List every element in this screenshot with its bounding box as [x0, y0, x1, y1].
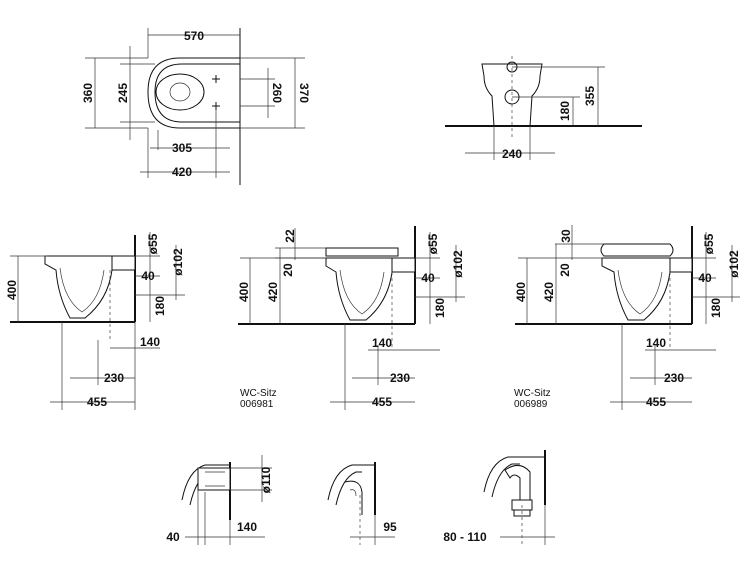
seat-code: 006981 — [240, 399, 274, 410]
detail-horizontal-outlet: ø110 40 140 — [166, 455, 273, 545]
dim-o55: ø55 — [426, 233, 440, 254]
dim-80-110: 80 - 110 — [443, 530, 487, 544]
seat-label: WC-Sitz — [514, 388, 551, 399]
dim-30: 30 — [559, 229, 573, 243]
dim-140: 140 — [140, 335, 160, 349]
dim-455: 455 — [646, 395, 666, 409]
detail-adjustable-outlet: 80 - 110 — [443, 450, 555, 545]
dim-40: 40 — [421, 271, 435, 285]
dim-180: 180 — [558, 101, 572, 121]
dim-o55: ø55 — [146, 233, 160, 254]
dim-180: 180 — [153, 296, 167, 316]
side-view-3: 30 20 420 400 ø55 ø102 40 180 140 230 45… — [514, 225, 741, 410]
dim-140: 140 — [237, 520, 257, 534]
dim-400: 400 — [237, 282, 251, 302]
dim-o102: ø102 — [171, 248, 185, 276]
dim-240: 240 — [502, 147, 522, 161]
dim-o110: ø110 — [259, 466, 273, 493]
dim-230: 230 — [104, 371, 124, 385]
dim-400: 400 — [5, 280, 19, 300]
dim-40: 40 — [166, 530, 180, 544]
dim-40: 40 — [698, 271, 712, 285]
dim-355: 355 — [583, 86, 597, 106]
dim-420: 420 — [172, 165, 192, 179]
dim-140: 140 — [372, 336, 392, 350]
dim-420: 420 — [542, 282, 556, 302]
dim-140: 140 — [646, 336, 666, 350]
dim-180: 180 — [433, 298, 447, 318]
dim-370: 370 — [297, 83, 311, 103]
seat-code: 006989 — [514, 399, 548, 410]
dim-o55: ø55 — [702, 233, 716, 254]
dim-40: 40 — [141, 269, 155, 283]
detail-vertical-outlet: 95 — [327, 462, 397, 545]
front-view: 355 180 240 — [445, 56, 642, 161]
dim-455: 455 — [372, 395, 392, 409]
dim-o102: ø102 — [727, 250, 741, 278]
seat-label: WC-Sitz — [240, 388, 277, 399]
dim-305: 305 — [172, 141, 192, 155]
dim-230: 230 — [390, 371, 410, 385]
dim-260: 260 — [270, 83, 284, 103]
dim-180: 180 — [709, 298, 723, 318]
dim-95: 95 — [383, 520, 397, 534]
dim-420: 420 — [266, 282, 280, 302]
dim-400: 400 — [514, 282, 528, 302]
dim-360: 360 — [81, 83, 95, 103]
side-view-1: 400 ø55 ø102 40 180 140 230 455 — [5, 232, 185, 410]
dim-245: 245 — [116, 83, 130, 103]
dim-230: 230 — [664, 371, 684, 385]
plan-view: 570 360 245 260 370 305 420 — [81, 28, 311, 185]
dim-455: 455 — [87, 395, 107, 409]
dim-20: 20 — [558, 263, 572, 277]
side-view-2: 22 20 420 400 ø55 ø102 40 180 140 230 45… — [237, 226, 465, 410]
dim-22: 22 — [283, 229, 297, 243]
dim-570: 570 — [184, 29, 204, 43]
dim-20: 20 — [281, 263, 295, 277]
dim-o102: ø102 — [451, 250, 465, 278]
